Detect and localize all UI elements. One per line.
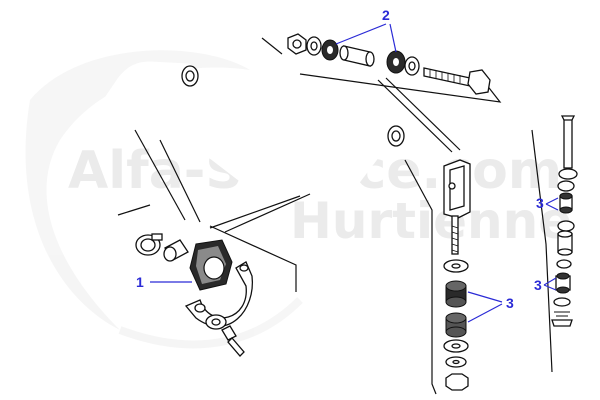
top-hardware-frame — [261, 37, 502, 103]
right-link-exploded — [551, 115, 578, 327]
watermark-text-2: Hurtienne — [290, 192, 572, 250]
watermark-logo — [25, 50, 303, 349]
bolt-shank-clamp — [227, 337, 245, 357]
right-rod — [563, 117, 573, 169]
top-hardware — [287, 33, 491, 95]
leader-lines-link — [377, 77, 461, 395]
link-bushing-1 — [445, 296, 467, 308]
callout-2: 2 — [382, 7, 390, 23]
link-bushing-2 — [445, 326, 467, 338]
bolt-top-shank — [423, 67, 471, 87]
bushing-clamp-assembly — [135, 233, 253, 357]
callout-1: 1 — [136, 274, 144, 290]
link-nut — [445, 373, 469, 391]
callout-3-right-lower: 3 — [534, 277, 542, 293]
link-rod — [451, 215, 459, 255]
stabilizer-bar — [97, 61, 405, 201]
bolt-top-head — [467, 69, 491, 95]
callout-3-right-upper: 3 — [536, 195, 544, 211]
leader-lines-bar — [117, 129, 311, 292]
callout-3-center: 3 — [506, 295, 514, 311]
right-frame-lines — [531, 129, 553, 373]
drop-link — [443, 159, 471, 391]
bolt-head-clamp — [221, 325, 237, 341]
